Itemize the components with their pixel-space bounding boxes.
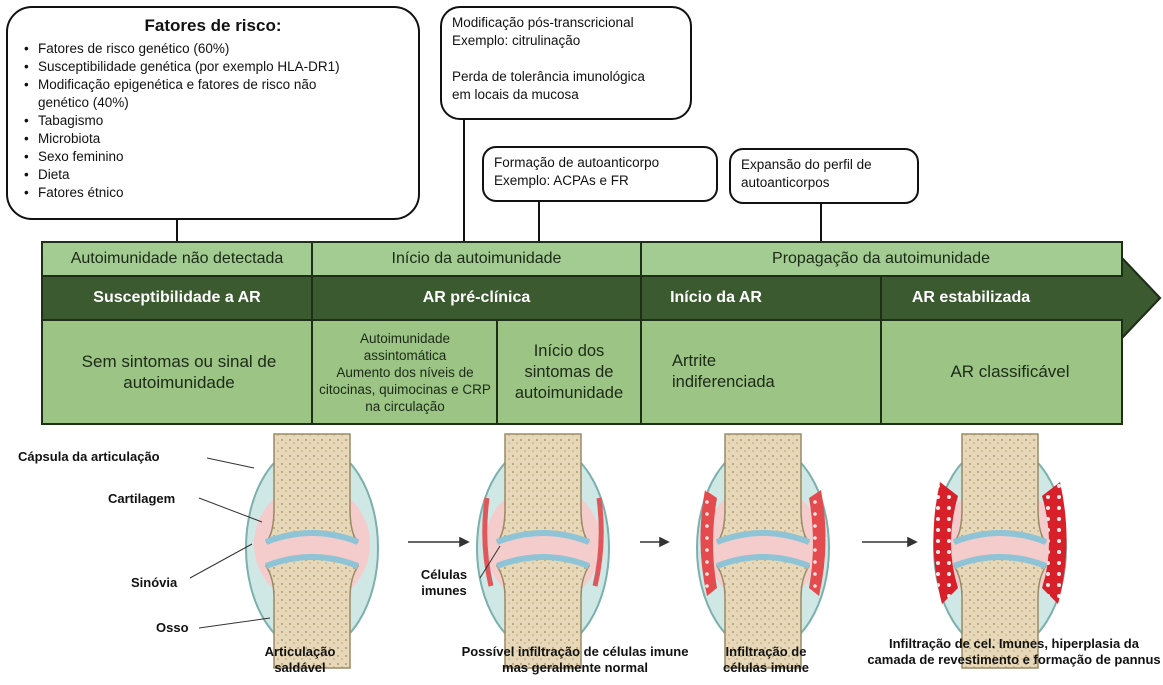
joint-immune-infiltration — [697, 434, 829, 668]
label-synovium: Sinóvia — [131, 575, 177, 591]
stage-ra-established: AR estabilizada — [881, 276, 1061, 320]
stage-preclinical: AR pré-clínica — [312, 276, 641, 320]
label-bone: Osso — [156, 620, 189, 636]
joint-pannus — [933, 434, 1066, 668]
caption-immune-infiltration: Infiltração de células imune — [716, 644, 816, 676]
desc-preclinical: Autoimunidade assintomática Aumento dos … — [314, 322, 496, 422]
desc-undifferentiated: Artrite indiferenciada — [672, 322, 812, 422]
phase-onset-autoimmunity: Início da autoimunidade — [312, 242, 641, 276]
phase-undetected: Autoimunidade não detectada — [42, 242, 312, 276]
label-capsule: Cápsula da articulação — [18, 449, 160, 465]
caption-healthy: Articulação saldável — [254, 644, 346, 676]
caption-possible-infiltration: Possível infiltração de células imune ma… — [452, 644, 698, 676]
stage-ra-onset: Início da AR — [641, 276, 791, 320]
stage-susceptibility: Susceptibilidade a AR — [42, 276, 312, 320]
desc-no-symptoms: Sem sintomas ou sinal de autoimunidade — [74, 322, 284, 422]
caption-pannus: Infiltração de cel. Imunes, hiperplasia … — [866, 636, 1162, 668]
desc-symptom-onset: Início dos sintomas de autoimunidade — [505, 322, 633, 422]
desc-cytokines: Aumento dos níveis de citocinas, quimoci… — [316, 364, 494, 415]
desc-classifiable: AR classificável — [890, 322, 1130, 422]
label-immune-cells: Células imunes — [414, 567, 474, 599]
desc-asymptomatic: Autoimunidade assintomática — [345, 330, 465, 364]
joint-healthy — [246, 434, 378, 668]
phase-propagation: Propagação da autoimunidade — [641, 242, 1121, 276]
label-cartilage: Cartilagem — [108, 491, 175, 507]
